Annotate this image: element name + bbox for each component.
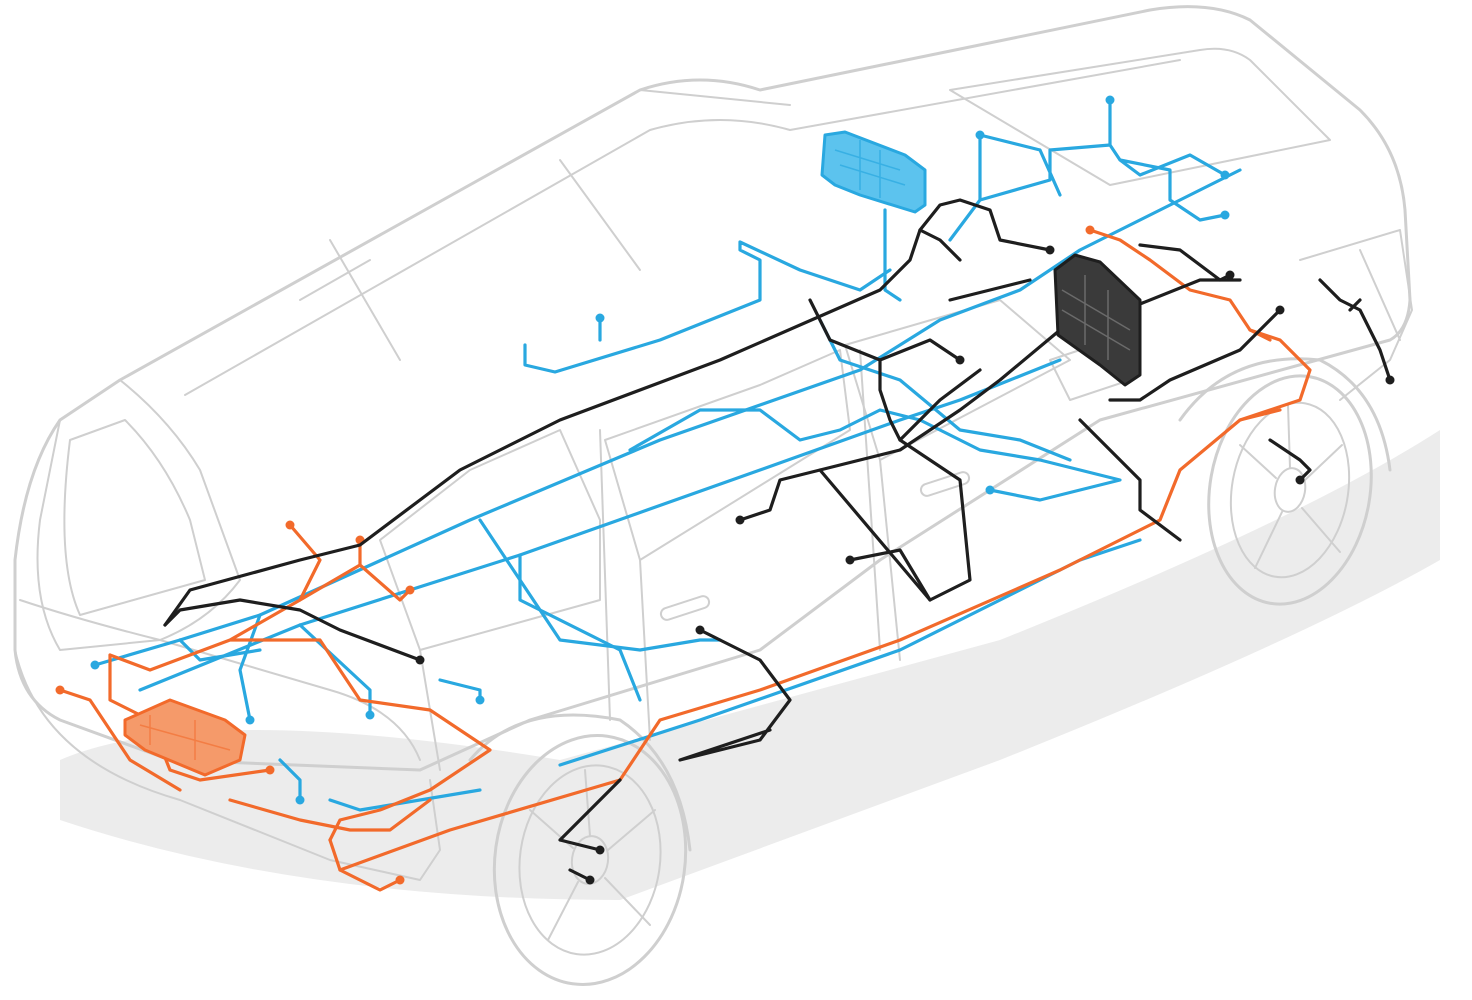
black-connector — [1385, 375, 1395, 385]
black-main-trunk — [163, 198, 1052, 627]
blue-connector — [295, 795, 305, 805]
black-harness — [163, 198, 1395, 885]
black-connector — [695, 625, 705, 635]
blue-rocker — [558, 538, 1142, 767]
blue-connector — [985, 485, 995, 495]
roof-rail-front — [184, 59, 1181, 396]
orange-connector — [395, 875, 405, 885]
orange-connector — [1085, 225, 1095, 235]
black-front-network — [1108, 243, 1392, 482]
black-connector — [1225, 270, 1235, 280]
black-rocker — [678, 628, 792, 762]
black-connector — [585, 875, 595, 885]
side-window-middle — [604, 349, 851, 561]
side-window-front — [844, 299, 1071, 461]
black-connector — [735, 515, 745, 525]
black-rear-branch — [163, 598, 622, 882]
orange-connector — [55, 685, 65, 695]
black-connector — [1275, 305, 1285, 315]
black-center-branches — [848, 228, 1032, 602]
blue-connector — [1105, 95, 1115, 105]
blue-connector — [595, 313, 605, 323]
front-end — [1299, 229, 1413, 401]
rear-bumper — [14, 649, 441, 881]
black-connector — [1295, 475, 1305, 485]
black-connector — [955, 355, 965, 365]
orange-module — [123, 698, 247, 777]
blue-connector — [365, 710, 375, 720]
blue-connector — [975, 130, 985, 140]
orange-connector — [285, 520, 295, 530]
orange-connector — [265, 765, 275, 775]
blue-center-spine — [518, 318, 1072, 702]
roof-rail-rear — [299, 89, 791, 361]
blue-connector — [1220, 170, 1230, 180]
door-handle-front — [919, 471, 971, 497]
black-connector — [415, 655, 425, 665]
black-connector — [1045, 245, 1055, 255]
rear-wheel — [468, 713, 692, 986]
blue-connector — [1220, 210, 1230, 220]
black-connector — [595, 845, 605, 855]
ground-shadow — [60, 430, 1440, 900]
black-cross-member — [818, 278, 1242, 542]
rear-hatch — [36, 379, 241, 651]
front-wheel — [1178, 357, 1392, 606]
door-handle-rear — [659, 595, 711, 621]
tail-light — [19, 599, 421, 761]
orange-connector — [405, 585, 415, 595]
blue-roof-branch — [523, 240, 892, 374]
blue-module-drop — [883, 208, 902, 302]
blue-connector — [90, 660, 100, 670]
orange-bumper — [58, 688, 402, 892]
sunroof — [949, 47, 1331, 186]
black-connector — [845, 555, 855, 565]
orange-front-branch — [1238, 328, 1282, 422]
blue-module — [820, 130, 927, 214]
blue-rear-branches — [178, 518, 722, 812]
rear-glass — [63, 419, 206, 616]
blue-connector — [245, 715, 255, 725]
blue-connector — [475, 695, 485, 705]
black-module — [1053, 253, 1142, 387]
